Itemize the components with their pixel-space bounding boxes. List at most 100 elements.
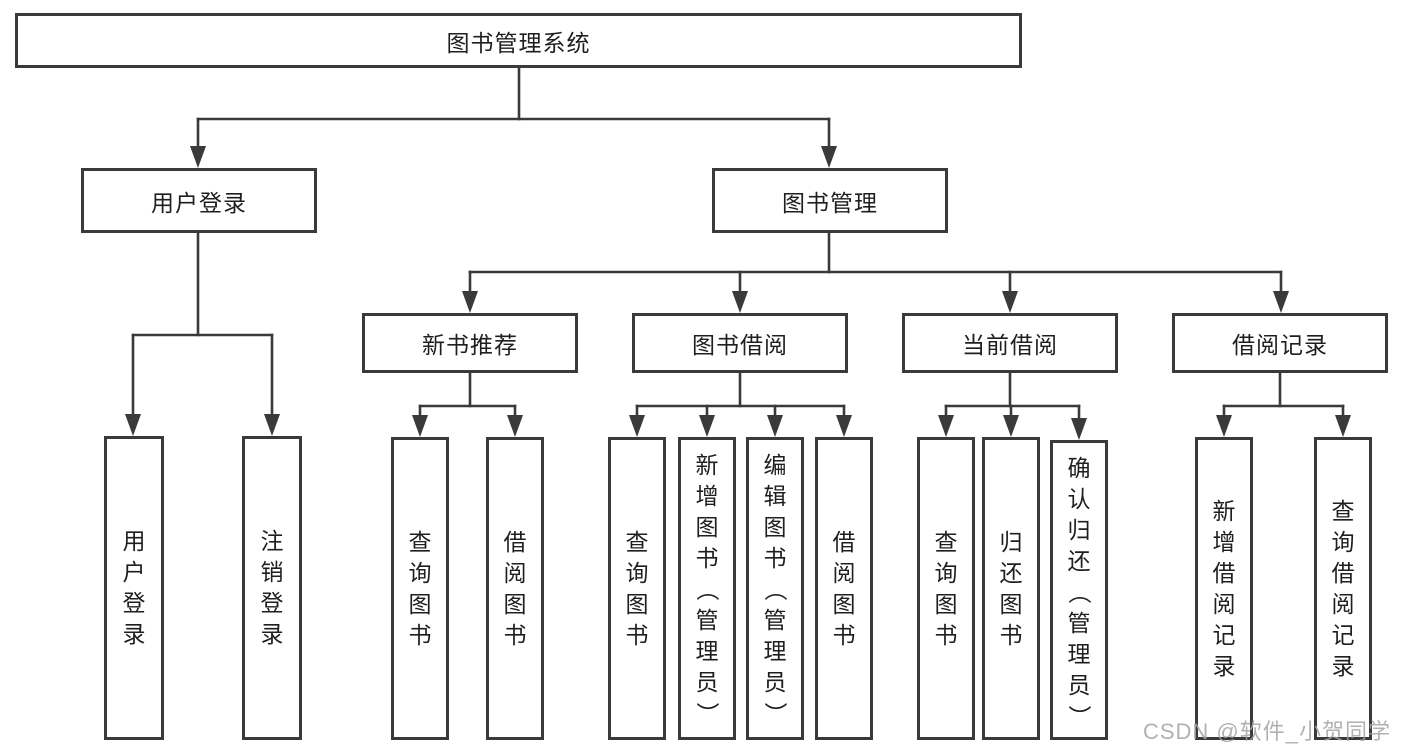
node-label-char: 认 (1067, 486, 1091, 512)
arrowhead-down-icon (836, 415, 852, 437)
node-label-char: 阅 (832, 559, 856, 586)
node-bb-query: 查询图书 (608, 437, 666, 740)
node-label-char: 录 (1331, 652, 1355, 679)
node-label-char: 录 (1212, 652, 1236, 679)
node-nbr-borrow: 借阅图书 (486, 437, 544, 740)
node-label-char: 查 (408, 528, 432, 555)
node-label-char: 书 (934, 621, 958, 648)
node-label-char: 注 (260, 528, 284, 554)
node-label: 图书借阅 (692, 332, 788, 358)
arrowhead-down-icon (699, 415, 715, 437)
node-label-char: 编 (763, 452, 787, 478)
node-label-char: 增 (695, 483, 719, 509)
arrowhead-down-icon (125, 414, 141, 436)
node-label-char: （ (762, 578, 789, 601)
node-label-char: 询 (934, 559, 958, 586)
arrowhead-down-icon (821, 146, 837, 168)
node-new-book-rec: 新书推荐 (362, 313, 578, 373)
arrowhead-down-icon (507, 415, 523, 437)
node-label-char: 书 (503, 621, 527, 648)
node-label-char: 员 (1067, 672, 1091, 698)
node-label: 当前借阅 (962, 332, 1058, 358)
node-label-char: 图 (503, 590, 527, 617)
node-label-char: 阅 (1212, 590, 1236, 617)
node-label-char: 管 (1067, 610, 1091, 636)
node-label-char: 管 (763, 607, 787, 633)
node-label-char: 借 (832, 528, 856, 555)
node-label: 新书推荐 (422, 332, 518, 358)
node-label-char: 记 (1212, 621, 1236, 648)
node-label-char: 登 (260, 590, 284, 616)
node-book-mgmt: 图书管理 (712, 168, 948, 233)
node-label-char: ） (1066, 705, 1093, 728)
arrowhead-down-icon (190, 146, 206, 168)
arrowhead-down-icon (1273, 291, 1289, 313)
node-label-char: 新 (695, 452, 719, 478)
node-label-char: ） (762, 702, 789, 725)
node-label-char: 借 (503, 528, 527, 555)
node-logout-leaf: 注销登录 (242, 436, 302, 740)
node-label-char: 书 (999, 621, 1023, 648)
node-label-char: 图 (695, 514, 719, 540)
arrowhead-down-icon (1216, 415, 1232, 437)
node-bb-borrow: 借阅图书 (815, 437, 873, 740)
arrowhead-down-icon (938, 415, 954, 437)
arrowhead-down-icon (1071, 418, 1087, 440)
node-label-char: 录 (122, 621, 146, 647)
node-label-char: 图 (999, 590, 1023, 617)
node-label-char: 归 (1067, 517, 1091, 543)
node-label-char: 理 (1067, 641, 1091, 667)
node-label-char: 借 (1331, 559, 1355, 586)
node-label-char: 书 (763, 545, 787, 571)
node-label-char: 询 (625, 559, 649, 586)
node-label-char: 增 (1212, 528, 1236, 555)
arrowhead-down-icon (1003, 415, 1019, 437)
node-label: 借阅记录 (1232, 332, 1328, 358)
node-label-char: 用 (122, 528, 146, 554)
node-label-char: 管 (695, 607, 719, 633)
node-cb-query: 查询图书 (917, 437, 975, 740)
arrowhead-down-icon (1335, 415, 1351, 437)
node-label-char: 询 (1331, 528, 1355, 555)
node-label-char: 户 (122, 559, 146, 585)
arrowhead-down-icon (264, 414, 280, 436)
node-label-char: 确 (1067, 455, 1091, 481)
node-label-char: ） (694, 702, 721, 725)
node-label-char: 录 (260, 621, 284, 647)
node-label: 图书管理 (782, 189, 878, 216)
node-label-char: 图 (832, 590, 856, 617)
arrowhead-down-icon (412, 415, 428, 437)
node-label-char: 询 (408, 559, 432, 586)
node-root: 图书管理系统 (15, 13, 1022, 68)
node-label-char: 书 (625, 621, 649, 648)
node-label-char: 理 (695, 638, 719, 664)
node-user-login: 用户登录 (81, 168, 317, 233)
node-label-char: 查 (1331, 497, 1355, 524)
node-br-add: 新增借阅记录 (1195, 437, 1253, 740)
node-label-char: 还 (1067, 548, 1091, 574)
node-cb-return: 归还图书 (982, 437, 1040, 740)
node-borrow-records: 借阅记录 (1172, 313, 1388, 373)
arrowhead-down-icon (1002, 291, 1018, 313)
arrowhead-down-icon (629, 415, 645, 437)
node-label-char: 辑 (763, 483, 787, 509)
arrowhead-down-icon (767, 415, 783, 437)
node-cb-confirm: 确认归还 （ 管理员 ） (1050, 440, 1108, 740)
node-user-login-leaf: 用户登录 (104, 436, 164, 740)
node-label-char: 图 (408, 590, 432, 617)
watermark: CSDN @软件_小贺同学 (1142, 719, 1391, 744)
node-label-char: 员 (763, 669, 787, 695)
node-nbr-query: 查询图书 (391, 437, 449, 740)
node-label-char: 查 (934, 528, 958, 555)
node-label-char: 书 (695, 545, 719, 571)
node-label-char: 还 (999, 559, 1023, 586)
node-label: 图书管理系统 (446, 29, 591, 56)
node-label-char: 销 (260, 559, 284, 585)
node-label-char: 员 (695, 669, 719, 695)
node-label-char: 书 (832, 621, 856, 648)
node-label-char: （ (1066, 581, 1093, 604)
node-label-char: 理 (763, 638, 787, 664)
node-label-char: 记 (1331, 621, 1355, 648)
